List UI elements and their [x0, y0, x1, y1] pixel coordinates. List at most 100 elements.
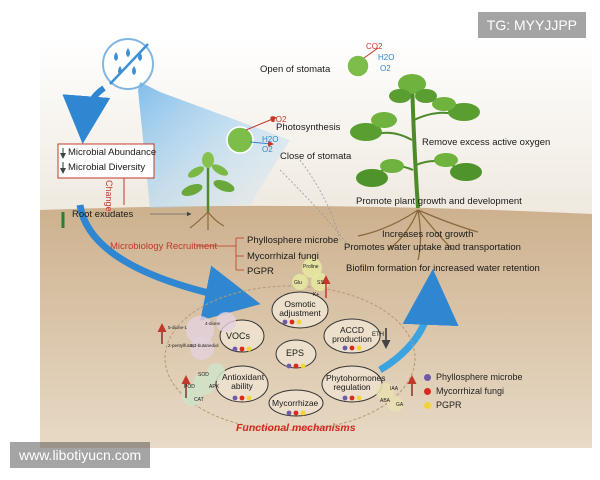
mycorrhizae-label: Mycorrhizae	[272, 398, 319, 408]
apx-label: APX	[209, 384, 220, 390]
microbe-dot	[349, 395, 355, 401]
water-uptake-label: Promotes water uptake and transportation	[344, 242, 521, 253]
watermark-top: TG: MYYJJPP	[477, 12, 586, 38]
soil-area	[40, 205, 592, 448]
microbiology-recruitment-label: Microbiology Recruitment	[110, 241, 218, 252]
legend-item: Mycorrhizal fungi	[424, 386, 504, 396]
legend-dot-icon	[424, 402, 431, 409]
legend-label: PGPR	[436, 400, 462, 410]
h2o-label: H2O	[378, 53, 395, 62]
root-growth-label: Increases root growth	[382, 229, 474, 240]
arrow-icon	[76, 204, 261, 321]
promote-growth-label: Promote plant growth and development	[356, 196, 522, 207]
proline-label: Proline	[303, 264, 319, 270]
microbe-dot	[342, 395, 348, 401]
phyllosphere-microbe-label: Phyllosphere microbe	[247, 235, 339, 246]
arrow-icon	[378, 269, 459, 374]
microbe-dot	[300, 363, 306, 369]
watermark-bottom: www.libotiyucn.com	[10, 442, 151, 468]
legend-dot-icon	[424, 388, 431, 395]
voc-compound-label: 2,3-butanediol	[190, 343, 219, 348]
microbe-dot	[232, 395, 238, 401]
antioxidant-label: Antioxidant ability	[222, 372, 265, 391]
o2-label: O2	[380, 64, 391, 73]
hormone-bubble	[376, 383, 394, 401]
microbe-dot	[349, 345, 355, 351]
functional-mechanisms-title: Functional mechanisms	[236, 422, 356, 434]
mechanism-mycorrhizae	[268, 389, 324, 417]
enzyme-bubble	[207, 363, 225, 381]
microbe-dot	[293, 363, 299, 369]
microbe-dot	[232, 346, 238, 352]
drought-icon	[102, 38, 154, 90]
voc-compound-label: 2-pentylfuran	[168, 343, 195, 348]
voc-bubble	[216, 312, 236, 332]
co2-label: CO2	[366, 42, 383, 51]
osmolyte-bubble	[302, 258, 322, 278]
vocs-label: VOCs	[226, 331, 251, 341]
legend-item: Phyllosphere microbe	[424, 372, 523, 382]
photosynthesis-label: Photosynthesis	[276, 122, 341, 133]
ss-label: SS	[317, 280, 324, 286]
drought-beam	[138, 82, 290, 208]
eps-label: EPS	[286, 348, 305, 358]
legend-label: Phyllosphere microbe	[436, 372, 523, 382]
microbial-change-box	[57, 143, 155, 179]
mycorrhizal-fungi-label: Mycorrhizal fungi	[247, 251, 319, 262]
eth-label: ETH	[372, 332, 384, 338]
root-exudates-label: Root exudates	[72, 209, 134, 220]
mechanism-accd	[323, 318, 381, 354]
aba-label: ABA	[380, 398, 391, 404]
k-label: K+	[313, 292, 320, 298]
osmolyte-bubble	[292, 274, 308, 290]
glu-label: Glu	[294, 280, 302, 286]
voc-bubble	[190, 336, 214, 360]
phytohormones-label: Phytohormones regulation	[326, 373, 386, 392]
sod-label: SOD	[198, 372, 209, 378]
change-label: Change	[104, 180, 114, 212]
enzyme-bubble	[182, 386, 202, 406]
microbe-dot	[289, 319, 295, 325]
microbe-dot	[282, 319, 288, 325]
remove-oxygen-label: Remove excess active oxygen	[422, 137, 551, 148]
microbe-dot	[246, 346, 252, 352]
microbe-dot	[300, 410, 306, 416]
hormone-bubble	[387, 396, 403, 412]
microbe-dot	[356, 395, 362, 401]
microbe-dots	[232, 319, 362, 416]
leaf-stomata-icon	[346, 54, 370, 78]
microbe-dot	[239, 346, 245, 352]
pod-label: POD	[184, 384, 195, 390]
drought-plant-illustration	[181, 152, 235, 230]
ga-label: GA	[396, 402, 404, 408]
voc-compound-label: 4-dione	[205, 321, 221, 326]
microbial-abundance-label: Microbial Abundance	[68, 147, 157, 158]
o2-label: O2	[262, 145, 273, 154]
cat-label: CAT	[194, 397, 204, 403]
accd-production-label: ACCD production	[332, 325, 372, 344]
microbe-dot	[286, 410, 292, 416]
microbe-dot	[286, 363, 292, 369]
mechanism-osmotic	[271, 291, 329, 329]
healthy-plant-illustration	[350, 74, 482, 261]
osmotic-adjustment-label: Osmotic adjustment	[279, 299, 321, 318]
microbe-dot	[356, 345, 362, 351]
microbial-diversity-label: Microbial Diversity	[68, 162, 146, 173]
functional-mechanisms-outline	[164, 285, 416, 431]
microbe-dot	[246, 395, 252, 401]
pgpr-label: PGPR	[247, 266, 274, 277]
h2o-label: H2O	[262, 135, 279, 144]
voc-bubble	[186, 316, 214, 344]
microbe-dot	[239, 395, 245, 401]
co2-label: CO2	[270, 115, 287, 124]
microbe-dot	[293, 410, 299, 416]
leaf-stomata-icon	[226, 126, 254, 154]
open-of-stomata-label: Open of stomata	[260, 64, 331, 75]
microbe-dot	[296, 319, 302, 325]
biofilm-label: Biofilm formation for increased water re…	[346, 263, 540, 274]
legend-dot-icon	[424, 374, 431, 381]
legend-item: PGPR	[424, 400, 462, 410]
legend-label: Mycorrhizal fungi	[436, 386, 505, 396]
close-of-stomata-label: Close of stomata	[280, 151, 352, 162]
